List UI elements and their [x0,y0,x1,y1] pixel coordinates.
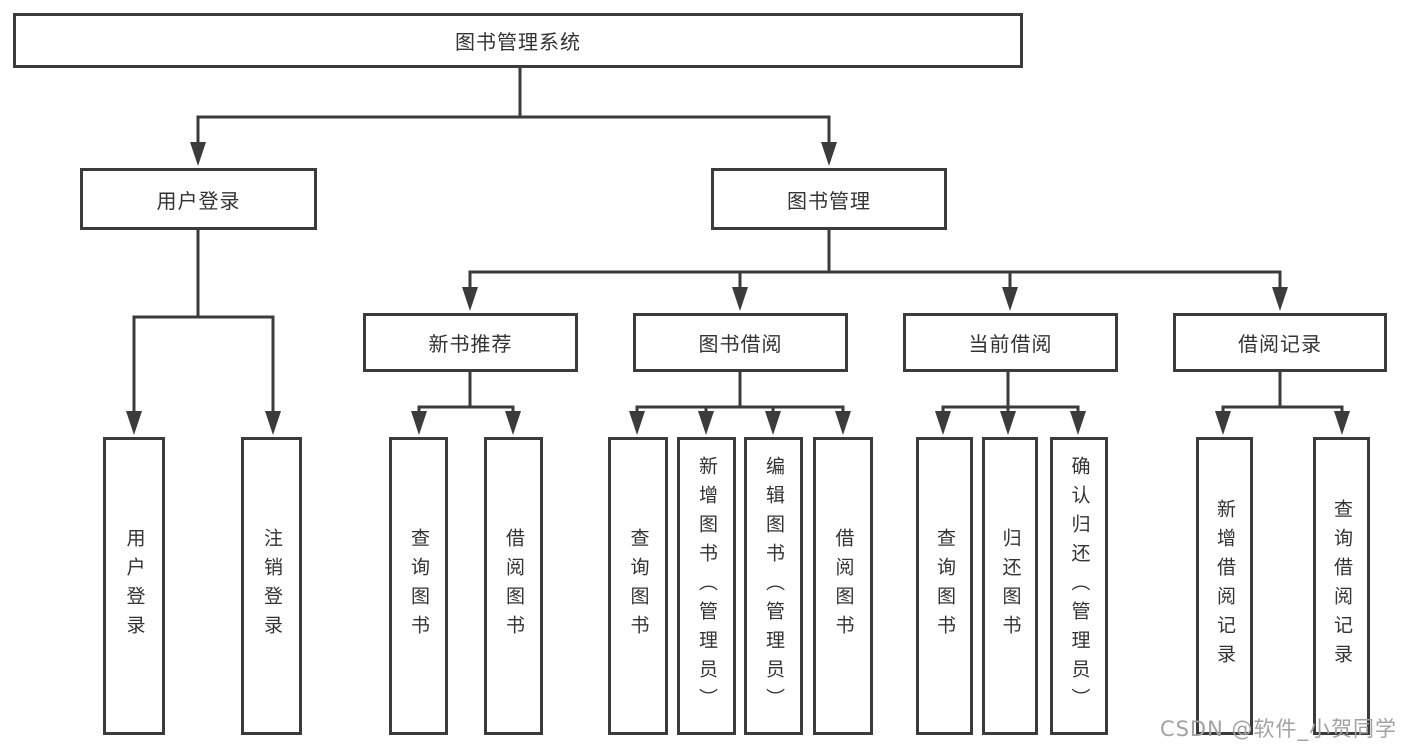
edge-book-borrow-rail [635,372,845,413]
leaf-label: 查询借阅记录 [1331,499,1353,673]
node-label: 图书管理 [787,188,871,213]
leaf-return-book: 归还图书 [982,437,1038,735]
leaf-add-book-admin: 新增图书（管理员） [677,437,736,735]
node-label: 用户登录 [156,188,241,213]
node-label: 新书推荐 [428,332,513,356]
leaf-label: 借阅图书 [503,528,525,644]
leaf-label: 新增图书（管理员） [696,455,718,717]
node-user-login: 用户登录 [80,168,317,230]
node-borrow-record: 借阅记录 [1173,313,1387,372]
leaf-borrow-book-recommend: 借阅图书 [484,437,543,735]
node-label: 借阅记录 [1238,332,1322,356]
leaf-label: 确认归还（管理员） [1068,455,1091,717]
edge-level2-rail [196,115,831,144]
node-current-borrow: 当前借阅 [903,313,1118,372]
leaf-label: 归还图书 [999,528,1022,644]
node-book-borrow: 图书借阅 [633,313,848,372]
leaf-label: 查询图书 [627,528,650,644]
leaf-label: 新增借阅记录 [1214,499,1236,673]
leaf-query-book-borrow: 查询图书 [608,437,668,735]
node-label: 当前借阅 [968,332,1053,356]
edge-borrow-record-rail [1221,372,1344,413]
leaf-query-book-current: 查询图书 [916,437,973,735]
leaf-label: 用户登录 [123,528,146,644]
leaf-label: 查询图书 [408,528,430,644]
leaf-label: 查询图书 [934,528,956,644]
leaf-edit-book-admin: 编辑图书（管理员） [744,437,803,735]
leaf-label: 注销登录 [261,528,283,644]
node-label: 图书借阅 [698,332,783,356]
node-library-system-root: 图书管理系统 [13,13,1023,68]
leaf-borrow-book: 借阅图书 [813,437,873,735]
leaf-query-book-recommend: 查询图书 [389,437,448,735]
node-new-book-recommend: 新书推荐 [363,313,578,372]
csdn-watermark: CSDN @软件_小贺同学 [1159,717,1397,741]
leaf-confirm-return-admin: 确认归还（管理员） [1050,437,1108,735]
edge-user-login-rail [132,315,275,413]
leaf-query-borrow-record: 查询借阅记录 [1313,437,1370,735]
leaf-logout: 注销登录 [241,437,302,735]
node-book-management: 图书管理 [711,168,947,230]
leaf-add-borrow-record: 新增借阅记录 [1196,437,1253,735]
leaf-user-login: 用户登录 [103,437,165,735]
node-label: 图书管理系统 [455,30,581,54]
leaf-label: 编辑图书（管理员） [763,455,785,717]
edge-new-book-rail [417,372,515,413]
leaf-label: 借阅图书 [832,528,855,644]
edge-current-borrow-rail [941,372,1080,413]
edge-level3-rail [468,270,1282,289]
